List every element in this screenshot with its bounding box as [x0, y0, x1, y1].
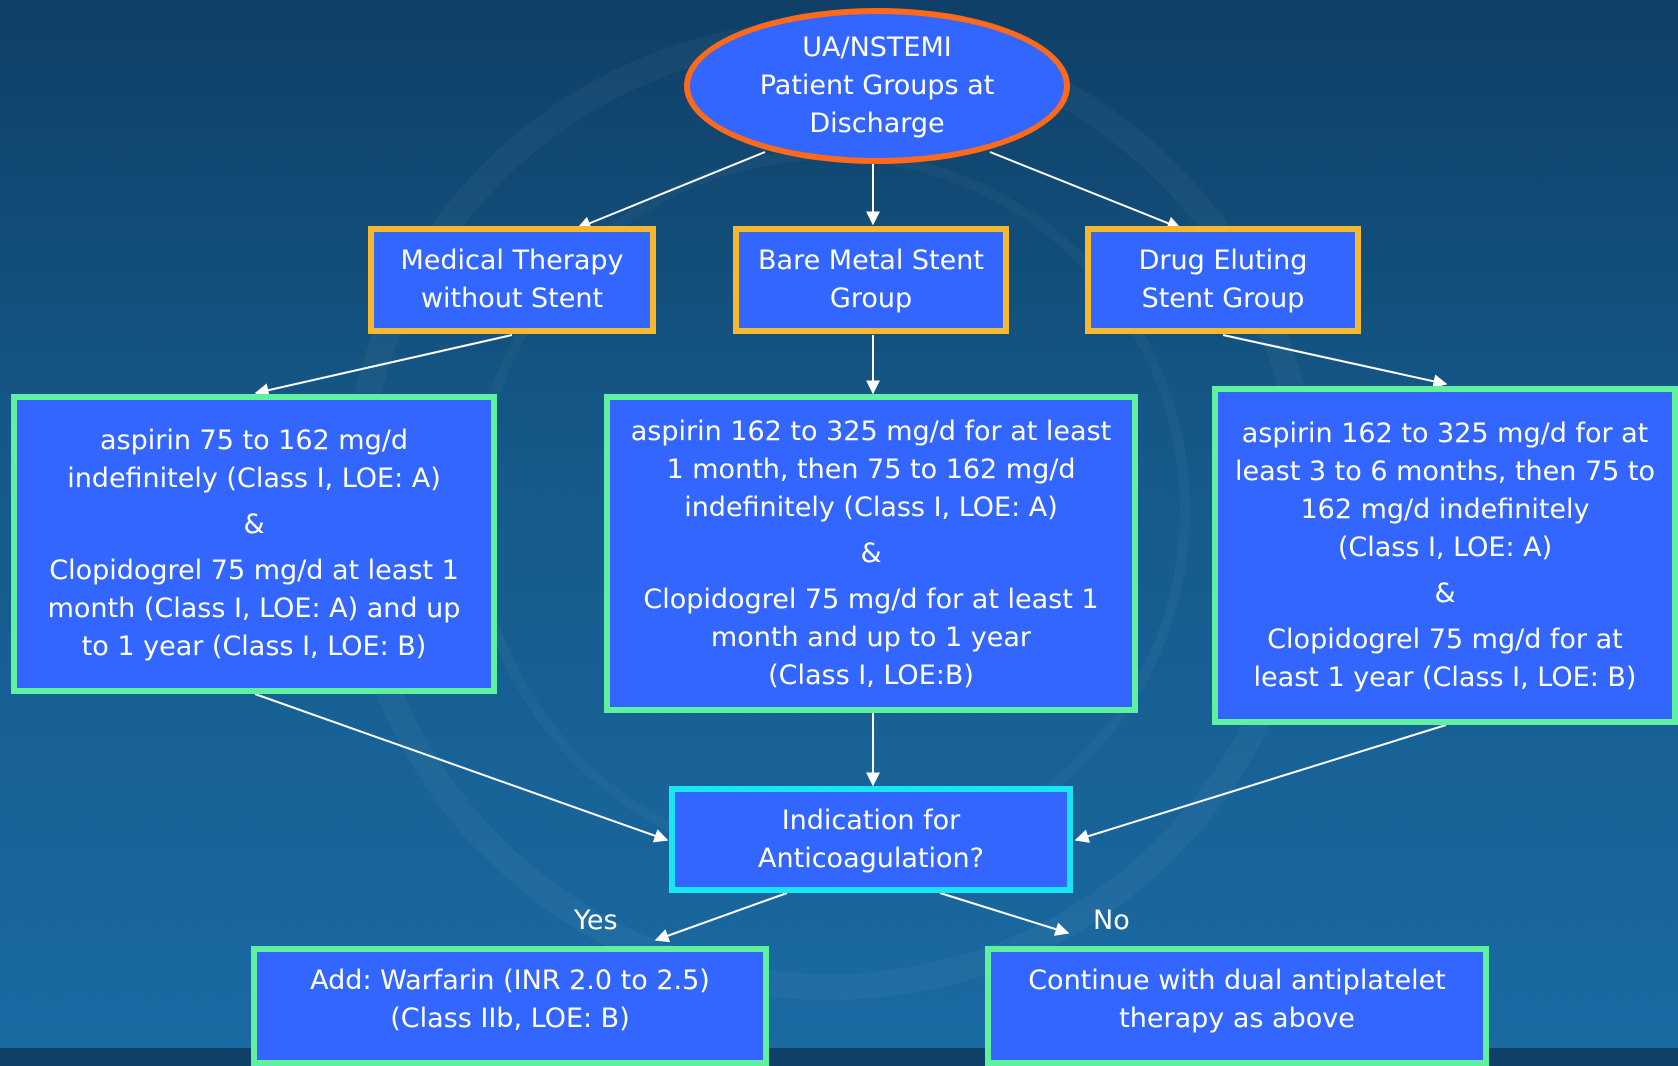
root-line-1: UA/NSTEMI: [802, 32, 952, 63]
outcome-continue-dual-antiplatelet: Continue with dual antiplatelet therapy …: [985, 946, 1489, 1066]
arrow-therapy-right-to-decision: [1074, 724, 1447, 843]
root-line-2: Patient Groups at: [759, 70, 995, 101]
text-line: least 3 to 6 months, then 75 to: [1234, 455, 1656, 487]
branch-label-no: No: [1093, 905, 1130, 936]
group-medical-therapy: Medical Therapy without Stent: [368, 226, 656, 334]
arrow-medical-to-therapy: [254, 334, 513, 398]
group-medical-line-2: without Stent: [420, 283, 604, 314]
text-line: 162 mg/d indefinitely: [1300, 493, 1590, 525]
text-line: to 1 year (Class I, LOE: B): [81, 631, 427, 662]
group-bms-line-2: Group: [829, 283, 913, 314]
text-line: indefinitely (Class I, LOE: A): [67, 463, 441, 494]
text-line: 1 month, then 75 to 162 mg/d: [666, 453, 1076, 485]
ampersand: &: [1434, 577, 1456, 609]
therapy-drug-eluting-stent: aspirin 162 to 325 mg/d for at least 3 t…: [1212, 386, 1678, 725]
decision-anticoagulation: Indication for Anticoagulation?: [669, 786, 1073, 893]
outcome-add-warfarin: Add: Warfarin (INR 2.0 to 2.5) (Class II…: [251, 946, 769, 1066]
therapy-medical: aspirin 75 to 162 mg/d indefinitely (Cla…: [11, 394, 497, 694]
arrow-root-to-des: [989, 151, 1182, 230]
outcome-continue-line-2: therapy as above: [1119, 1003, 1355, 1034]
group-medical-line-1: Medical Therapy: [400, 245, 624, 276]
decision-line-2: Anticoagulation?: [758, 842, 984, 874]
group-des-line-2: Stent Group: [1141, 283, 1305, 314]
text-line: aspirin 75 to 162 mg/d: [100, 425, 408, 456]
text-line: aspirin 162 to 325 mg/d for at least: [630, 415, 1112, 447]
therapy-bms-aspirin: aspirin 162 to 325 mg/d for at least 1 m…: [631, 413, 1111, 527]
outcome-warfarin-line-2: (Class IIb, LOE: B): [390, 1003, 630, 1034]
ampersand: &: [860, 537, 882, 569]
therapy-bare-metal-stent: aspirin 162 to 325 mg/d for at least 1 m…: [604, 394, 1138, 713]
text-line: least 1 year (Class I, LOE: B): [1253, 661, 1637, 693]
group-des-line-1: Drug Eluting: [1138, 245, 1308, 276]
root-line-3: Discharge: [809, 108, 945, 139]
text-line: aspirin 162 to 325 mg/d for at: [1241, 417, 1649, 449]
root-node-ua-nstemi: UA/NSTEMI Patient Groups at Discharge: [684, 8, 1070, 164]
outcome-warfarin-line-1: Add: Warfarin (INR 2.0 to 2.5): [310, 965, 710, 996]
text-line: (Class I, LOE: A): [1337, 531, 1553, 563]
therapy-medical-clopidogrel: Clopidogrel 75 mg/d at least 1 month (Cl…: [48, 552, 461, 666]
outcome-continue-line-1: Continue with dual antiplatelet: [1028, 965, 1446, 996]
therapy-medical-aspirin: aspirin 75 to 162 mg/d indefinitely (Cla…: [67, 422, 441, 498]
therapy-des-aspirin: aspirin 162 to 325 mg/d for at least 3 t…: [1235, 415, 1655, 567]
text-line: Clopidogrel 75 mg/d for at least 1: [643, 583, 1099, 615]
arrow-decision-no: [939, 892, 1070, 936]
text-line: month (Class I, LOE: A) and up: [47, 593, 461, 624]
arrow-decision-yes: [654, 892, 788, 943]
therapy-des-clopidogrel: Clopidogrel 75 mg/d for at least 1 year …: [1254, 621, 1637, 697]
group-bms-line-1: Bare Metal Stent: [758, 245, 984, 276]
ampersand: &: [243, 509, 265, 540]
therapy-bms-clopidogrel: Clopidogrel 75 mg/d for at least 1 month…: [643, 581, 1098, 695]
text-line: Clopidogrel 75 mg/d at least 1: [49, 555, 459, 586]
group-drug-eluting-stent: Drug Eluting Stent Group: [1085, 226, 1361, 334]
text-line: month and up to 1 year: [710, 621, 1032, 653]
text-line: indefinitely (Class I, LOE: A): [684, 491, 1058, 523]
arrow-therapy-left-to-decision: [254, 693, 669, 843]
arrow-root-to-medical: [576, 151, 766, 230]
decision-line-1: Indication for: [781, 804, 961, 836]
text-line: (Class I, LOE:B): [768, 659, 974, 691]
branch-label-yes: Yes: [574, 905, 618, 936]
text-line: Clopidogrel 75 mg/d for at: [1267, 623, 1623, 655]
arrow-des-to-therapy: [1222, 334, 1448, 389]
group-bare-metal-stent: Bare Metal Stent Group: [733, 226, 1009, 334]
